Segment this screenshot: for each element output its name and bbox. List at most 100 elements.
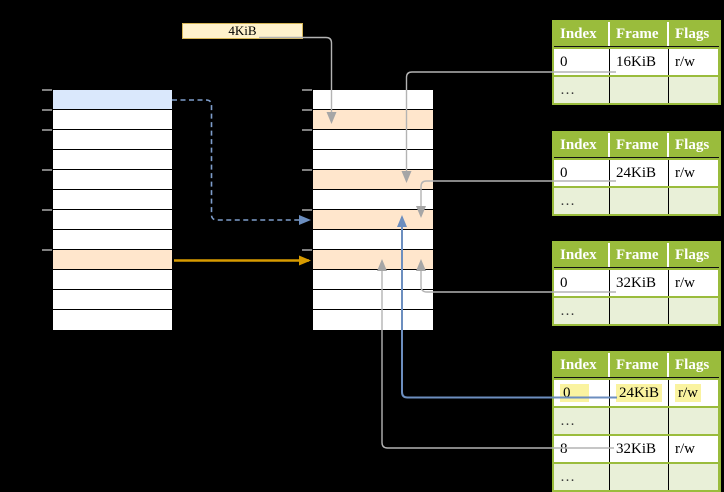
table-cell bbox=[610, 408, 669, 434]
memory-cell-plain bbox=[313, 190, 433, 210]
table-cell: r/w bbox=[669, 160, 718, 186]
memory-cell-plain bbox=[53, 110, 172, 130]
column-header: Index bbox=[554, 353, 610, 377]
column-header: Index bbox=[554, 243, 610, 267]
table-row: … bbox=[554, 188, 719, 214]
memory-cell-plain bbox=[53, 190, 172, 210]
table-cell: 0 bbox=[554, 160, 610, 186]
table-cell bbox=[669, 188, 718, 214]
table-cell: … bbox=[554, 408, 610, 434]
memory-cell-orange bbox=[313, 210, 433, 230]
memory-cell-orange bbox=[313, 170, 433, 190]
memory-cell-orange bbox=[313, 110, 433, 130]
highlighted-value: 0 bbox=[560, 384, 589, 402]
address-tick-mark bbox=[302, 169, 312, 171]
table-cell: 24KiB bbox=[610, 160, 669, 186]
table-cell: r/w bbox=[669, 270, 718, 296]
table-cell: 32KiB bbox=[610, 436, 669, 462]
column-header: Frame bbox=[610, 133, 669, 157]
table-cell: r/w bbox=[669, 436, 718, 462]
table-row: … bbox=[554, 464, 719, 490]
arrow-virtual-blue-to-physical bbox=[172, 99, 311, 225]
table-cell: … bbox=[554, 298, 610, 324]
memory-cell-plain bbox=[313, 130, 433, 150]
column-header: Index bbox=[554, 133, 610, 157]
column-header: Frame bbox=[610, 243, 669, 267]
table-cell bbox=[610, 188, 669, 214]
address-tick-mark bbox=[42, 89, 52, 91]
memory-cell-plain bbox=[53, 230, 172, 250]
table-cell: 0 bbox=[554, 270, 610, 296]
address-tick-mark bbox=[42, 109, 52, 111]
memory-cell-plain bbox=[313, 230, 433, 250]
table-cell: … bbox=[554, 188, 610, 214]
table-cell bbox=[669, 77, 718, 103]
memory-cell-plain bbox=[53, 310, 172, 330]
memory-cell-plain bbox=[313, 270, 433, 290]
size-label-box: 4KiB bbox=[182, 23, 303, 39]
highlighted-value: 24KiB bbox=[616, 384, 663, 402]
address-tick-mark bbox=[302, 209, 312, 211]
table-cell: r/w bbox=[669, 380, 718, 406]
address-tick-mark bbox=[42, 249, 52, 251]
table-cell: 32KiB bbox=[610, 270, 669, 296]
table-row: 0 24KiB r/w bbox=[554, 380, 719, 406]
memory-cell-orange bbox=[53, 250, 172, 270]
memory-cell-blue bbox=[53, 90, 172, 110]
memory-cell-plain bbox=[53, 270, 172, 290]
column-header: Frame bbox=[610, 353, 669, 377]
size-label: 4KiB bbox=[228, 23, 257, 38]
memory-cell-plain bbox=[53, 170, 172, 190]
table-cell: 16KiB bbox=[610, 49, 669, 75]
column-header: Index bbox=[554, 22, 610, 46]
table-cell: … bbox=[554, 464, 610, 490]
table-cell: 0 bbox=[554, 49, 610, 75]
memory-cell-plain bbox=[313, 290, 433, 310]
memory-cell-plain bbox=[313, 90, 433, 110]
table-row: … bbox=[554, 298, 719, 324]
physical-memory-column bbox=[312, 89, 434, 331]
table-row: … bbox=[554, 408, 719, 434]
highlighted-value: r/w bbox=[675, 384, 701, 402]
address-tick-mark bbox=[302, 129, 312, 131]
column-header: Flags bbox=[669, 22, 718, 46]
table-cell bbox=[610, 77, 669, 103]
table-cell: … bbox=[554, 77, 610, 103]
table-cell bbox=[610, 464, 669, 490]
table-cell: 24KiB bbox=[610, 380, 669, 406]
address-tick-mark bbox=[42, 129, 52, 131]
table-cell bbox=[669, 408, 718, 434]
memory-cell-plain bbox=[53, 150, 172, 170]
address-tick-mark bbox=[302, 249, 312, 251]
column-header: Flags bbox=[669, 133, 718, 157]
address-tick-mark bbox=[42, 209, 52, 211]
table-cell: 0 bbox=[554, 380, 610, 406]
column-header: Flags bbox=[669, 243, 718, 267]
column-header: Flags bbox=[669, 353, 718, 377]
memory-cell-orange bbox=[313, 250, 433, 270]
address-tick-mark bbox=[302, 89, 312, 91]
table-cell bbox=[669, 298, 718, 324]
address-tick-mark bbox=[42, 169, 52, 171]
table-cell: r/w bbox=[669, 49, 718, 75]
table-cell bbox=[669, 464, 718, 490]
table-row: … bbox=[554, 77, 719, 103]
memory-cell-plain bbox=[53, 130, 172, 150]
virtual-memory-column bbox=[52, 89, 173, 331]
column-header: Frame bbox=[610, 22, 669, 46]
memory-cell-plain bbox=[53, 210, 172, 230]
table-cell: 8 bbox=[554, 436, 610, 462]
table-cell bbox=[610, 298, 669, 324]
